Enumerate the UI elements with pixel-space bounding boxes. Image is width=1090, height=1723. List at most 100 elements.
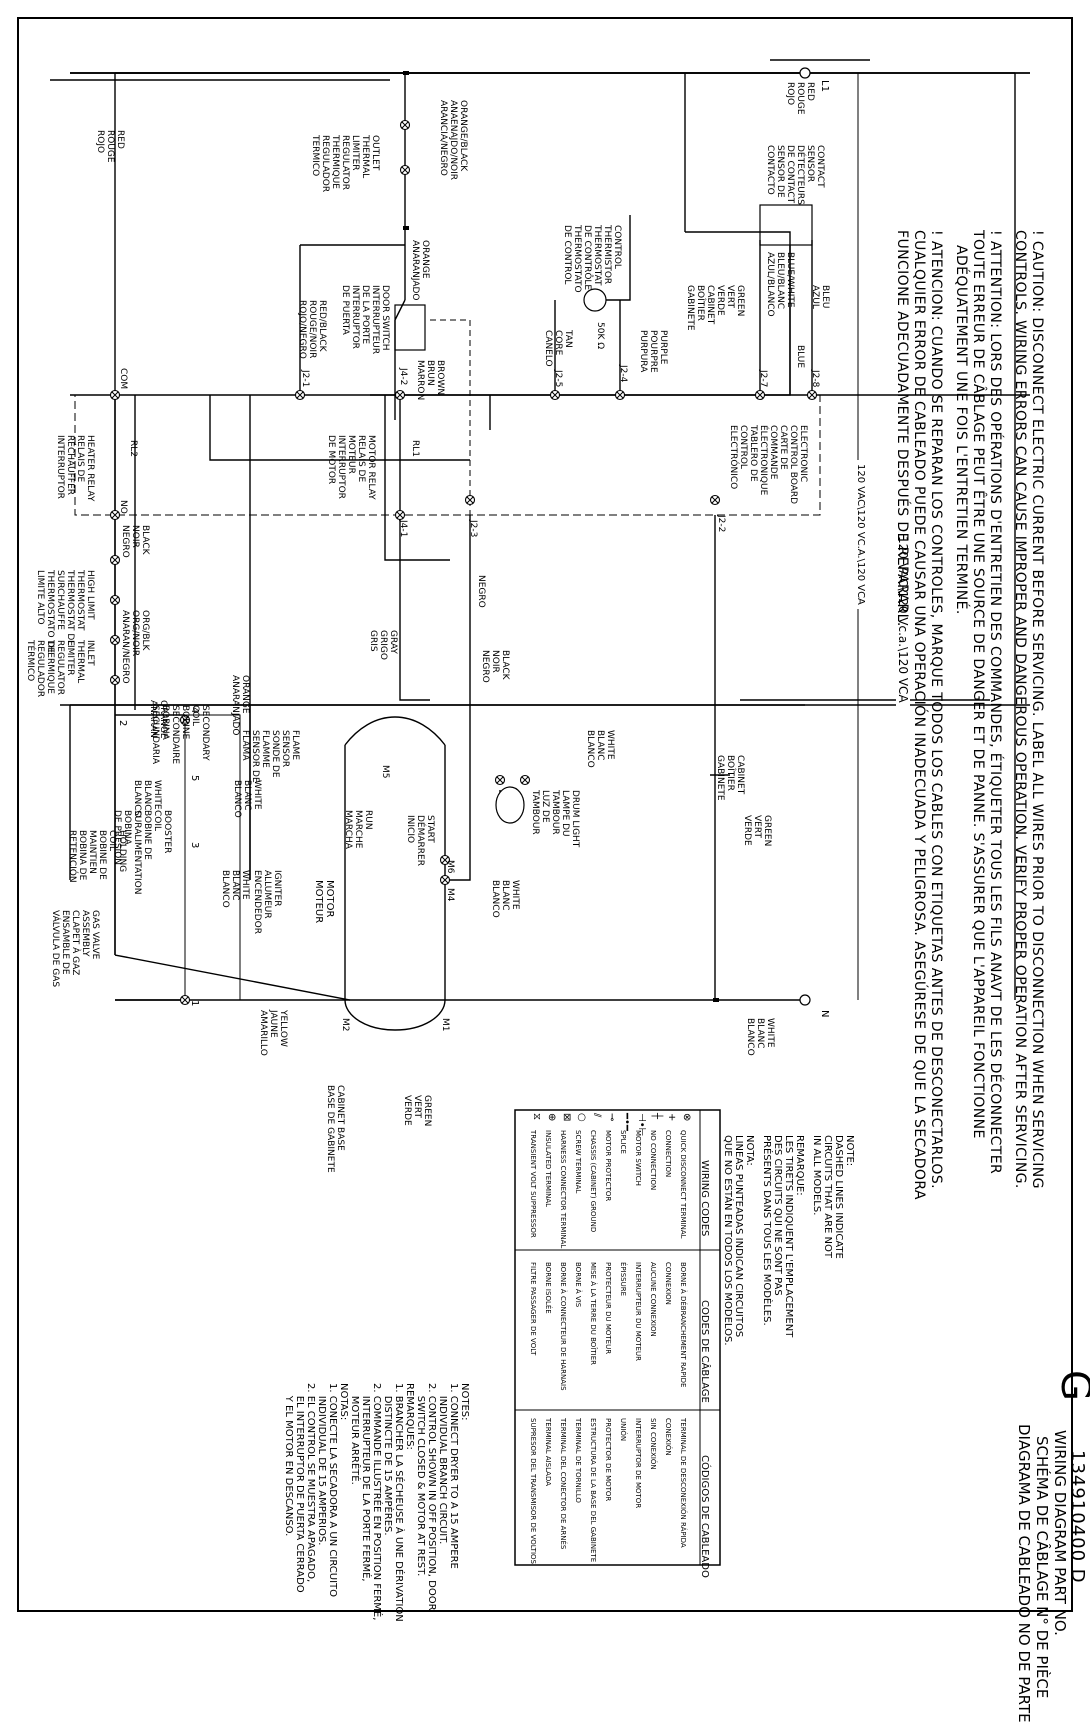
tan-wire: TAN CORE CANELO [543, 330, 573, 367]
code-row-fr: INTERRUPTEUR DU MOTEUR [634, 1262, 642, 1361]
code-row-es: INTERRUPTOR DE MOTOR [634, 1418, 642, 1509]
terminal-inlet-2 [109, 674, 121, 686]
code-symbol: ⊸ [606, 1113, 617, 1122]
white-wire-4: WHITE BLANC BLANCO [132, 780, 162, 818]
note-line: 1. BRANCHER LA SÉCHEUSE À UNE DÉRIVATION [393, 1383, 404, 1622]
code-row-en: INSULATED TERMINAL [544, 1130, 552, 1208]
part-number: 134910400 D [1067, 1450, 1088, 1584]
note-line: INDIVIDUAL DE 15 AMPERIOS. [316, 1383, 327, 1546]
codes-header-fr: CODES DE CÂBLAGE [699, 1300, 710, 1403]
thermistor-symbol [583, 288, 607, 312]
cabinet-base-label: CABINET BASE BASE DE GABINETE [325, 1085, 345, 1173]
code-row-en: MOTOR PROTECTOR [604, 1130, 612, 1202]
code-row-es: SIN CONEXIÓN [649, 1418, 657, 1470]
code-symbol: ━•━ [621, 1113, 632, 1131]
revision-letter: G [1052, 1370, 1090, 1401]
caution-line-5: ADÉQUATEMENT UNE FOIS L'ENTRETIEN TERMIN… [953, 245, 969, 615]
blue-wire: BLEU AZUL [810, 285, 830, 309]
terminal-j2-5 [549, 389, 561, 401]
code-symbol: ○ [576, 1113, 587, 1122]
gray-wire: GRAY GRIGO GRIS [368, 630, 398, 660]
j25-label: J2-5 [553, 370, 563, 388]
title-line-2: SCHÉMA DE CÂBLAGE N° DE PIÈCE [1033, 1436, 1051, 1699]
n-terminal [799, 994, 811, 1006]
white-wire-1: WHITE BLANC BLANCO [585, 730, 615, 768]
code-symbol: ⧖ [531, 1113, 542, 1121]
code-row-fr: MISE À LA TERRE DU BOÎTIER [589, 1262, 597, 1365]
note-dashed-8: PRÉSENTS DANS TOUS LES MODÈLES. [761, 1135, 772, 1326]
terminal-drum-2 [519, 774, 531, 786]
j24-label: J2-4 [618, 365, 628, 383]
caution-line-6: ! ATENCION: CUANDO SE REPARAN LOS CONTRO… [928, 230, 944, 1189]
j22-label: J2-2 [716, 515, 726, 533]
note-dashed-1: NOTE: [844, 1135, 855, 1167]
code-row-es: TERMINAL DEL CONECTOR DE ARNÉS [559, 1418, 567, 1550]
code-row-en: CONNECTION [664, 1130, 672, 1178]
terminal-j2-2 [709, 494, 721, 506]
code-symbol: ┼ [651, 1113, 662, 1120]
l1-wire-color: RED ROUGE ROJO [785, 82, 815, 115]
code-symbol: + [666, 1113, 677, 1122]
l1-terminal [799, 67, 811, 79]
outlet-limiter-label: OUTLET THERMAL LIMITER REGULATOR THERMIQ… [310, 135, 380, 193]
j41-label: J4-1 [398, 520, 408, 538]
terminal-hl-1 [109, 554, 121, 566]
code-symbol: ⫽ [591, 1113, 602, 1118]
code-row-en: SCREW TERMINAL [574, 1130, 582, 1194]
code-row-en: CHASSIS (CABINET) GROUND [589, 1130, 597, 1233]
contact-sensor-label: CONTACT SENSOR DÉTECTEURS DE CONTACT SEN… [765, 145, 825, 205]
m6-label: M6 [445, 860, 455, 874]
green-wire-1: GREEN VERT VERDE [715, 285, 745, 317]
code-row-en: HARNESS CONNECTOR TERMINAL [559, 1130, 567, 1249]
secondary-coil-label: SECONDARY COIL BOBINE SECONDAIRE BOBINA … [150, 705, 210, 765]
caution-line-4: TOUTE ERREUR DE CÂBLAGE PEUT ÊTRE UNE SO… [970, 230, 986, 1139]
terminals [109, 119, 818, 1006]
red-wire-left: RED ROUGE ROJO [95, 130, 125, 163]
note-line: EL INTERRUPTOR DE PUERTA CERRADO [294, 1383, 305, 1593]
note-dashed-4: IN ALL MODELS. [811, 1135, 822, 1216]
holding-coil-label: HOLDING COIL BOBINE DE MAINTIEN BOBINA D… [67, 830, 127, 883]
note-line: NOTES: [459, 1383, 470, 1421]
orange-black-wire: ORANGE/BLACK ANAENAJDO/NOIR ARANCIA/NEGR… [438, 100, 468, 181]
no-label: NO [118, 500, 128, 514]
red-black-wire: RED/BLACK ROUGE/NOIR ROJO/NEGRO [297, 300, 327, 359]
supply-voltage: 120 VAC\120 Vc.a.\120 VCA [855, 460, 866, 609]
code-row-es: CONEXIÓN [664, 1418, 672, 1456]
code-row-en: QUICK DISCONNECT TERMINAL [679, 1130, 687, 1239]
terminal-outlet-2 [399, 164, 411, 176]
terminal-inlet-1 [109, 634, 121, 646]
note-dashed-2: DASHED LINES INDICATE [833, 1135, 844, 1259]
contact-sensor-box [759, 204, 813, 246]
code-symbol: ⊗ [681, 1113, 692, 1122]
code-row-fr: AUCUNE CONNEXION [649, 1262, 657, 1337]
j42-label: J4-2 [398, 368, 408, 386]
code-symbol: ⊕ [546, 1113, 557, 1122]
note-line: 2. COMMANDE ILLUSTRÉE EN POSITION FERMÉ, [371, 1383, 382, 1621]
codes-header-es: CÓDIGOS DE CABLEADO [699, 1455, 710, 1578]
caution-line-1: ! CAUTION: DISCONNECT ELECTRIC CURRENT B… [1029, 230, 1045, 1189]
terminal-j2-1 [294, 389, 306, 401]
code-symbol: ⊠ [561, 1113, 572, 1122]
door-switch-box [394, 304, 426, 351]
j23-label: J2-3 [468, 520, 478, 538]
m4-label: M4 [445, 888, 455, 902]
blue-j28: BLUE [795, 345, 805, 369]
note-line: 2. CONTROL SHOWN IN OFF POSITION, DOOR [426, 1383, 437, 1611]
m1-label: M1 [440, 1018, 450, 1032]
code-row-en: TRANSIENT VOLT SUPPRESSOR [529, 1130, 537, 1238]
green-wire-3: GREEN VERT VERDE [402, 1095, 432, 1127]
start-label: START DÉMARRER INICIO [405, 815, 435, 866]
control-board-label: ELECTRONIC CONTROL BOARD CARTE DE COMMAN… [728, 425, 808, 505]
code-symbol: ⊣•⊢ [636, 1113, 647, 1137]
code-row-es: TERMINAL DE DESCONEXIÓN RÁPIDA [679, 1418, 687, 1548]
terminal-j4-1 [394, 509, 406, 521]
run-label: RUN MARCHE MARCHA [343, 810, 373, 849]
flame-sensor-label: FLAME SENSOR SONDE DE FLAMME SENSOR DE F… [240, 730, 300, 783]
j27-label: J2-7 [758, 370, 768, 388]
terminal-j2-8 [806, 389, 818, 401]
orange-wire-3: ORANGE ANARANJADO [230, 675, 250, 736]
note-line: DISTINCTE DE 15 AMPÈRES. [382, 1383, 393, 1536]
sheet-border [17, 17, 1073, 1612]
note-line: 1. CONNECT DRYER TO A 15 AMPERE [448, 1383, 459, 1569]
cabinet-2: CABINET BOÎTIER GABINETE [715, 755, 745, 801]
